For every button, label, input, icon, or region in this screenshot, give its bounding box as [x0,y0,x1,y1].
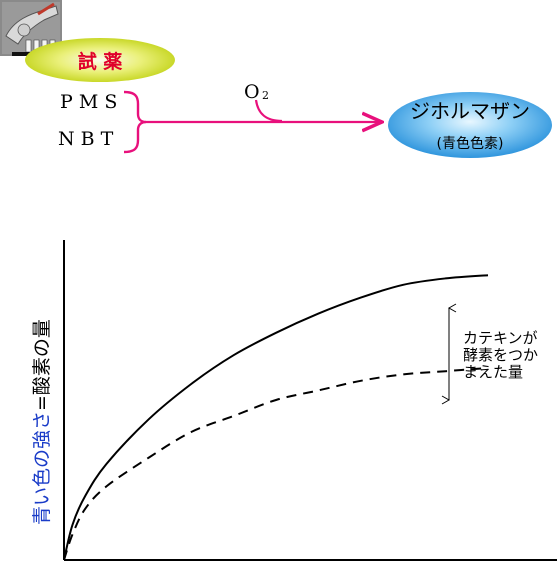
series-layer [63,274,489,561]
oxygen-symbol: O [244,81,260,103]
reagent-badge: 試 薬 [25,38,175,82]
test-tube-hand-icon [0,0,62,56]
reagent-badge-label: 試 薬 [78,50,123,73]
product-ellipse [388,92,552,158]
oxygen-label: O 2 [244,81,269,103]
reagent-nbt: N B T [58,128,114,150]
annotation-line-3: まえた量 [463,363,523,381]
annotation-line-2: 酵素をつか [463,346,538,364]
oxygen-subscript: 2 [262,89,269,102]
reagent-brace [123,90,147,154]
oxygen-hook [254,99,283,123]
product-note: (青色色素) [437,135,504,152]
chart: 青い色の強さ=酸素の量 カテキンが 酵素をつか まえた量 [31,240,557,561]
series-dashed-line [63,367,489,561]
y-axis-label-black: =酸素の量 [31,319,53,411]
product-badge: ジホルマザン (青色色素) [388,92,552,158]
reagent-badge-ellipse [25,38,175,82]
annotation-line-1: カテキンが [463,329,538,347]
reagent-pms: P M S [60,91,117,113]
product-name: ジホルマザン [410,99,530,123]
series-solid-line [63,274,489,561]
y-axis-label: 青い色の強さ=酸素の量 [31,319,53,525]
y-axis-label-blue: 青い色の強さ [31,411,53,525]
